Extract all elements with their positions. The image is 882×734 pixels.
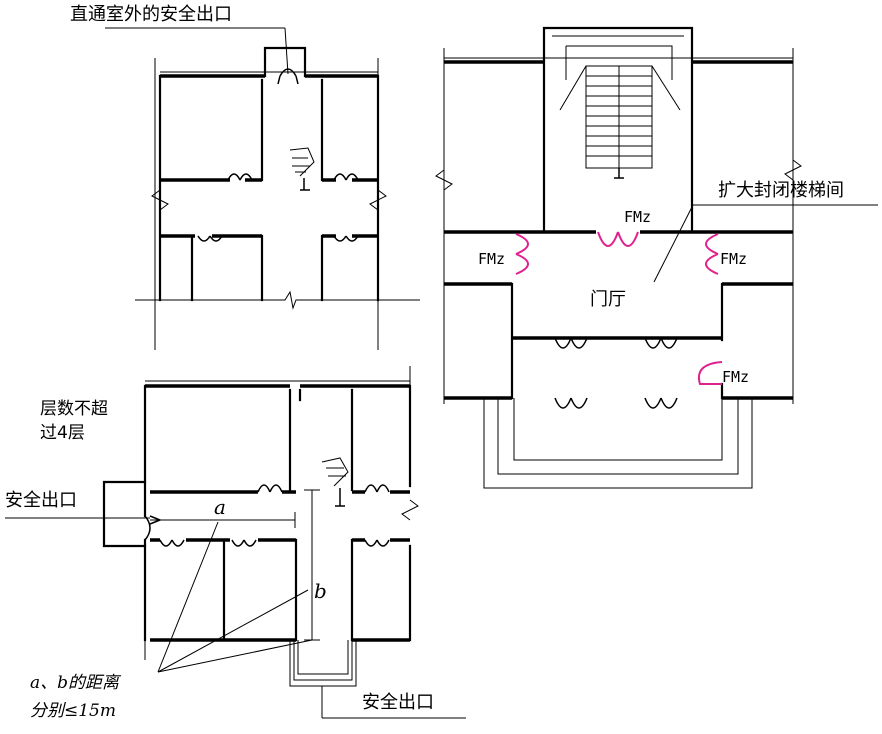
fire-door-lower: [698, 361, 723, 385]
plan-top-left: [135, 46, 420, 350]
plan-right: [435, 26, 802, 489]
leader-line-exit-direct: [284, 27, 289, 75]
fire-door-left: [515, 233, 529, 275]
label-note-line2: 分别≤15m: [30, 701, 116, 721]
fm-label-top: FMz: [624, 208, 651, 226]
fire-door-top: [597, 231, 639, 247]
leader-note-a: [157, 521, 219, 673]
dim-label-a: a: [214, 495, 226, 519]
leader-note-b: [157, 589, 309, 673]
fm-label-right: FMz: [720, 250, 747, 268]
label-lobby: 门厅: [590, 289, 626, 310]
label-note-line1: a、b的距离: [30, 673, 122, 693]
label-exit-left: 安全出口: [5, 490, 77, 511]
dim-label-b: b: [314, 579, 327, 603]
plan-bottom-left: [102, 366, 419, 687]
leader-line-enlarged-stair: [653, 204, 694, 283]
label-exit-direct: 直通室外的安全出口: [70, 4, 232, 25]
label-exit-bottom: 安全出口: [362, 692, 434, 713]
fm-label-left: FMz: [478, 250, 505, 268]
leader-note-b2: [157, 639, 313, 673]
fire-door-right: [705, 233, 719, 275]
fm-label-lower: FMz: [722, 368, 749, 386]
label-enlarged-stair: 扩大封闭楼梯间: [718, 180, 844, 201]
label-floors-line2: 过4层: [40, 423, 85, 443]
label-floors-line1: 层数不超: [40, 399, 108, 419]
